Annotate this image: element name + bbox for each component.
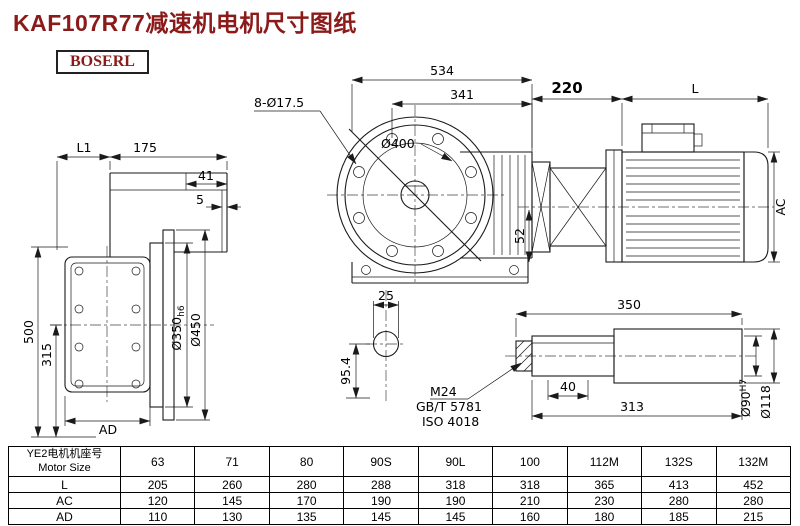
table-row-ad: AD 110 130 135 145 145 160 180 185 215: [8, 508, 791, 525]
cover-bolt-hole: [74, 266, 84, 276]
dim-40-label: 40: [560, 379, 576, 394]
table-cell: 205: [119, 476, 196, 493]
table-cell: 120: [119, 492, 196, 509]
col-header: 63: [119, 446, 196, 477]
table-cell: 365: [566, 476, 643, 493]
cable-gland: [693, 133, 703, 147]
table-row-ac: AC 120 145 170 190 190 210 230 280 280: [8, 492, 791, 509]
left-view: L1 175 41 5 500 315 AD Ø350h6 Ø450: [21, 140, 241, 438]
row-label: AD: [8, 508, 121, 525]
page-title: KAF107R77减速机电机尺寸图纸: [13, 10, 357, 36]
flange-bolt-hole: [465, 166, 477, 178]
boserl-logo: BOSERL: [56, 50, 149, 74]
output-flange-edge: [162, 229, 175, 421]
dia-450-label: Ø450: [188, 313, 203, 347]
motor-view: 220 L AC: [518, 79, 788, 263]
col-header: 90L: [417, 446, 494, 477]
table-cell: 145: [194, 492, 270, 509]
table-cell: 215: [715, 508, 791, 525]
dim-315-label: 315: [39, 343, 54, 367]
dia-400-label: Ø400: [381, 136, 415, 151]
dia-90-label: Ø90H7: [738, 379, 753, 417]
table-cell: 190: [343, 492, 419, 509]
col-header: 90S: [343, 446, 419, 477]
gbt-5781-label: GB/T 5781: [416, 399, 482, 414]
dim-52-label: 52: [512, 228, 527, 244]
table-cell: 135: [268, 508, 345, 525]
dim-220-label: 220: [551, 79, 582, 97]
table-cell: 190: [417, 492, 494, 509]
col-header: 112M: [566, 446, 643, 477]
table-row-l: L 205 260 280 288 318 318 365 413 452: [8, 476, 791, 493]
dim-length-label: L: [692, 81, 699, 96]
dim-25-label: 25: [378, 288, 394, 303]
dim-95-4-label: 95.4: [338, 357, 353, 385]
table-cell: 288: [343, 476, 419, 493]
foot-hole: [361, 265, 371, 275]
dim-341-label: 341: [450, 87, 474, 102]
dim-350-label: 350: [617, 297, 641, 312]
table-cell: 280: [641, 492, 717, 509]
m24-label: M24: [430, 384, 457, 399]
dim-41-label: 41: [198, 168, 214, 183]
dim-l1-label: L1: [77, 140, 92, 155]
dim-5-label: 5: [196, 192, 204, 207]
table-cell: 145: [343, 508, 419, 525]
col-header: 132M: [715, 446, 791, 477]
table-header-row: YE2电机机座号 Motor Size 63 71 80 90S 90L 100…: [8, 446, 791, 477]
table-cell: 110: [119, 508, 196, 525]
shaft-circle: [400, 180, 430, 210]
dimension-table: YE2电机机座号 Motor Size 63 71 80 90S 90L 100…: [8, 446, 791, 525]
table-cell: 145: [417, 508, 494, 525]
dim-534-label: 534: [430, 63, 454, 78]
table-cell: 210: [492, 492, 568, 509]
motor-size-header-cn: YE2电机机座号: [26, 448, 103, 461]
col-header: 80: [268, 446, 345, 477]
table-cell: 280: [715, 492, 791, 509]
shaft-end-view: 25 95.4 M24 GB/T 5781 ISO 4018: [338, 288, 522, 429]
iso-4018-label: ISO 4018: [422, 414, 479, 429]
terminal-box: [641, 123, 695, 153]
table-cell: 130: [194, 508, 270, 525]
shaft-end-circle: [372, 330, 400, 358]
motor-size-header-en: Motor Size: [38, 461, 91, 474]
gearbox-body: [64, 256, 151, 393]
dim-ad-label: AD: [99, 422, 117, 437]
dia-350-label: Ø350h6: [169, 305, 187, 350]
dim-ac-label: AC: [773, 198, 788, 215]
dim-175-label: 175: [133, 140, 157, 155]
table-cell: 160: [492, 508, 568, 525]
output-flange-circle: [336, 116, 494, 274]
table-cell: 185: [641, 508, 717, 525]
table-cell: 318: [417, 476, 494, 493]
table-cell: 180: [566, 508, 643, 525]
table-cell: 452: [715, 476, 791, 493]
table-cell: 280: [268, 476, 345, 493]
col-header: 71: [194, 446, 270, 477]
col-header: 132S: [641, 446, 717, 477]
table-cell: 260: [194, 476, 270, 493]
fan-cowl: [744, 151, 769, 263]
front-view: 534 341 8-Ø17.5 Ø400 52: [254, 63, 533, 285]
table-cell: 230: [566, 492, 643, 509]
col-header: 100: [492, 446, 568, 477]
table-cell: 318: [492, 476, 568, 493]
row-label: L: [8, 476, 121, 493]
table-cell: 413: [641, 476, 717, 493]
dim-313-label: 313: [620, 399, 644, 414]
bolt-holes-label: 8-Ø17.5: [254, 95, 304, 110]
row-label: AC: [8, 492, 121, 509]
hollow-shaft-hub: [613, 328, 743, 384]
dia-118-label: Ø118: [758, 385, 773, 419]
table-cell: 170: [268, 492, 345, 509]
dim-500-label: 500: [21, 320, 36, 344]
spigot-circle: [362, 142, 468, 248]
shaft-detail-view: 350 40 313 Ø90H7 Ø118: [505, 297, 780, 420]
motor-size-header: YE2电机机座号 Motor Size: [8, 446, 121, 477]
